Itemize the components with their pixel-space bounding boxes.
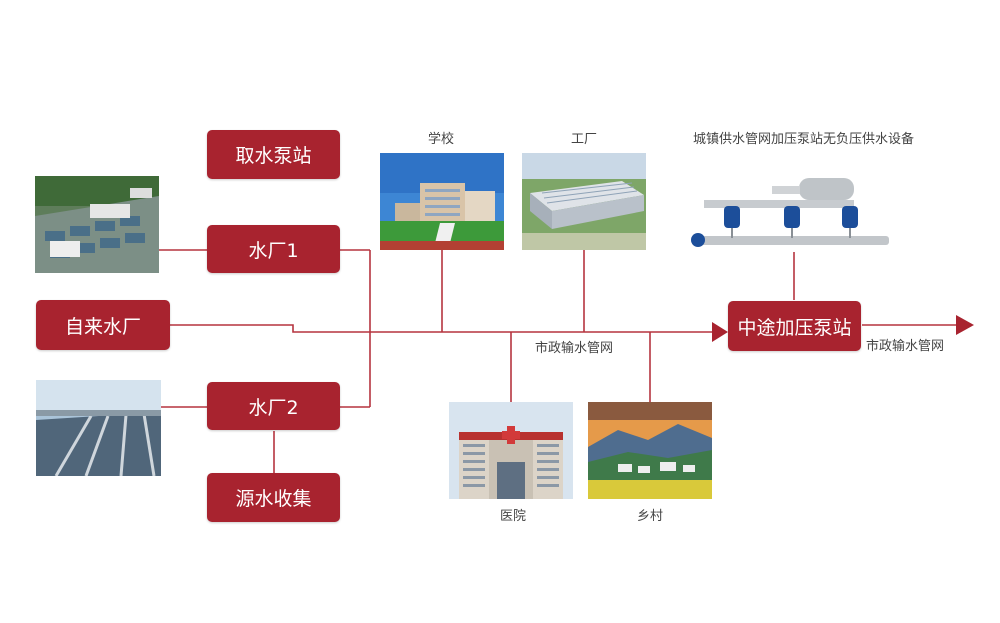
water-plant-1-box[interactable]: 水厂1: [207, 225, 340, 273]
main-pipe-line: [170, 324, 712, 333]
municipal-pipe-caption-center: 市政输水管网: [535, 341, 614, 356]
intake-pump-station-box[interactable]: 取水泵站: [207, 130, 340, 179]
school-caption: 学校: [428, 132, 455, 147]
arrow-right-icon: [956, 315, 974, 335]
village-image: [588, 402, 712, 499]
booster-pump-station-box[interactable]: 中途加压泵站: [728, 301, 861, 351]
hospital-image: [449, 402, 573, 499]
arrow-right-icon: [712, 322, 728, 342]
village-caption: 乡村: [637, 509, 664, 524]
sedimentation-tank-image: [36, 380, 161, 476]
factory-caption: 工厂: [571, 132, 598, 147]
hospital-caption: 医院: [500, 509, 527, 524]
school-image: [380, 153, 504, 250]
equipment-caption: 城镇供水管网加压泵站无负压供水设备: [693, 132, 915, 147]
connector-lines: [158, 249, 958, 473]
water-plant-2-box[interactable]: 水厂2: [207, 382, 340, 430]
booster-equipment-image: [684, 170, 892, 252]
factory-image: [522, 153, 646, 250]
municipal-pipe-caption-right: 市政输水管网: [866, 339, 945, 354]
water-plant-aerial-image: [35, 176, 159, 273]
tap-water-plant-box[interactable]: 自来水厂: [36, 300, 170, 350]
source-collection-box[interactable]: 源水收集: [207, 473, 340, 522]
